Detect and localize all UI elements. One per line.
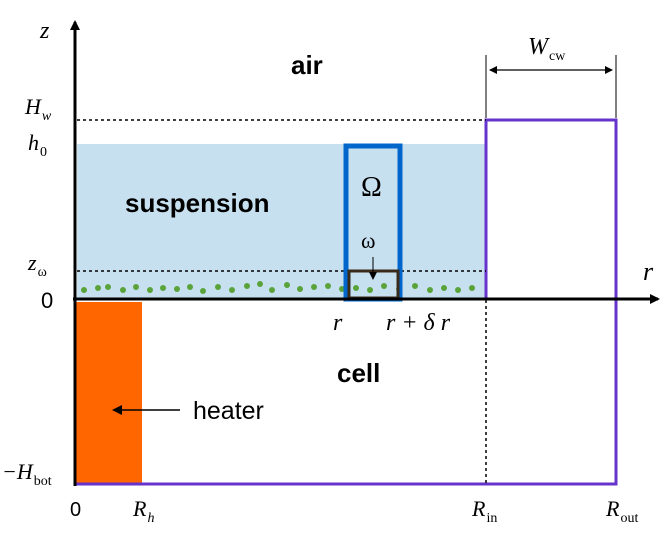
particle	[174, 286, 180, 292]
particle	[284, 282, 290, 288]
hbot-tick-label: −Hbot	[2, 459, 52, 489]
particle	[269, 287, 275, 293]
hw-tick-label: Hw	[24, 94, 52, 124]
rh-tick-label: Rh	[132, 496, 154, 526]
omega-upper-label: Ω	[361, 172, 382, 203]
h0-tick-label: h0	[28, 130, 47, 160]
z-zero-tick-label: 0	[41, 288, 53, 313]
particle	[325, 283, 331, 289]
suspension-region	[77, 144, 485, 298]
particle	[311, 284, 317, 290]
rin-tick-label: Rin	[471, 496, 497, 526]
particle	[147, 287, 153, 293]
particle	[160, 285, 166, 291]
zomega-tick-label: zω	[27, 250, 47, 280]
particle-layer	[81, 281, 475, 294]
particle	[187, 284, 193, 290]
heater-label: heater	[193, 397, 264, 425]
particle	[367, 287, 373, 293]
particle	[427, 287, 433, 293]
particle	[81, 287, 87, 293]
particle	[441, 285, 447, 291]
heater-block	[76, 302, 142, 483]
particle	[412, 283, 418, 289]
particle	[215, 284, 221, 290]
suspension-label: suspension	[125, 188, 269, 218]
particle	[353, 285, 359, 291]
particle	[120, 287, 126, 293]
particle	[297, 286, 303, 292]
particle	[105, 284, 111, 290]
r-plus-dr-label: r + δ r	[386, 310, 451, 336]
z-axis-label: z	[39, 18, 50, 44]
particle	[257, 281, 263, 287]
particle	[229, 287, 235, 293]
r-axis-label: r	[643, 257, 654, 286]
r-zero-tick-label: 0	[70, 499, 81, 521]
particle	[469, 285, 475, 291]
particle	[200, 288, 206, 294]
rout-tick-label: Rout	[605, 496, 638, 526]
air-label: air	[291, 50, 323, 80]
cell-label: cell	[337, 358, 380, 388]
particle	[95, 285, 101, 291]
particle	[133, 284, 139, 290]
wcw-label: Wcw	[528, 34, 566, 64]
r-position-label: r	[333, 310, 343, 336]
omega-lower-label: ω	[361, 228, 375, 253]
particle	[455, 287, 461, 293]
particle	[381, 283, 387, 289]
particle	[244, 283, 250, 289]
